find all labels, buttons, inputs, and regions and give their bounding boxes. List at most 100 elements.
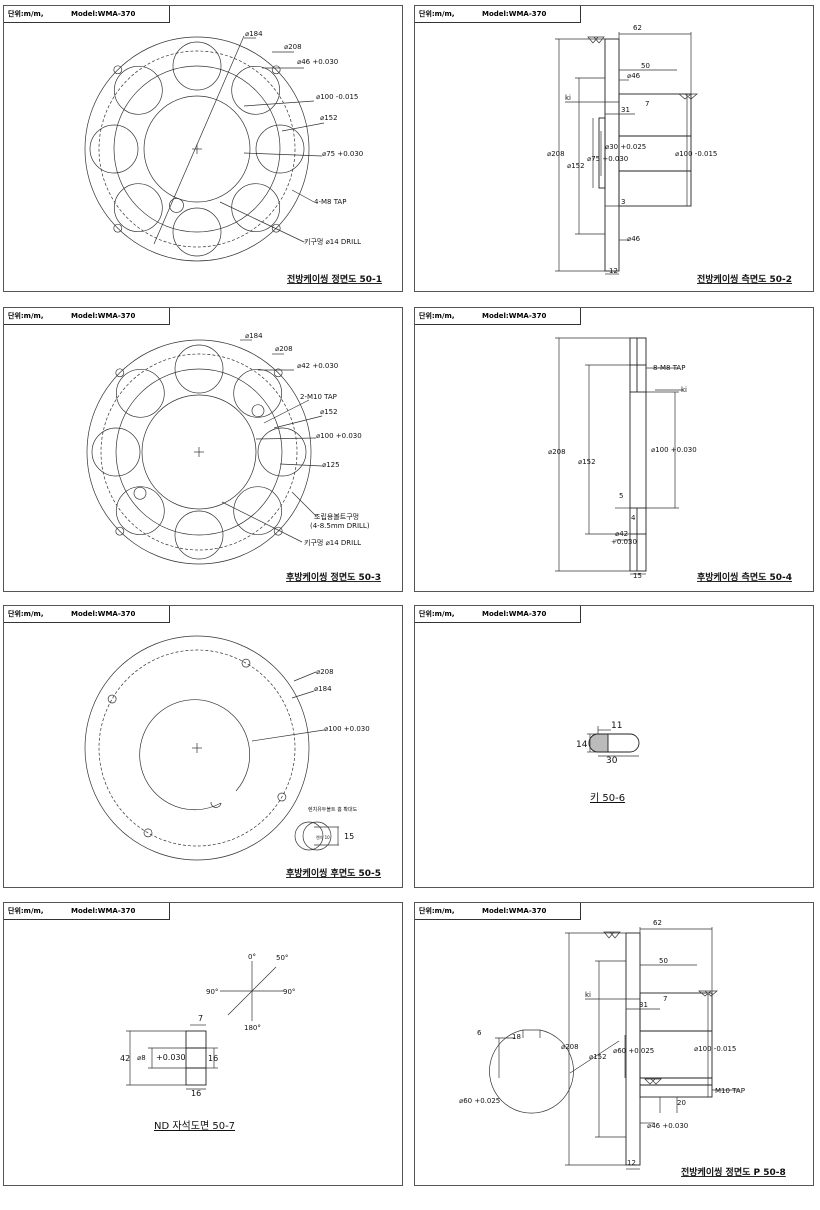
title-block-header: 단위:m/m, Model:WMA-370 — [4, 903, 170, 920]
hole-circle — [271, 223, 281, 233]
model-label: Model:WMA-370 — [71, 10, 136, 18]
hole-circle — [115, 526, 125, 536]
drawing-panel-50-2: 단위:m/m, Model:WMA-370 62 5 — [414, 5, 814, 292]
dim-label: ⌀152 — [589, 1053, 607, 1061]
surface-finish-icon — [678, 93, 698, 100]
hole-circle — [273, 368, 283, 378]
angle-label: 0° — [248, 953, 256, 961]
part-section — [625, 932, 713, 1166]
hole-circle — [169, 198, 184, 213]
dim-label: 7 — [645, 100, 649, 108]
dim-label: ki — [681, 386, 687, 394]
unit-label: 단위:m/m, — [419, 610, 455, 618]
drawing-panel-50-3: 단위:m/m, Model:WMA-370 ⌀184 ⌀208 ⌀42 +0.0… — [3, 307, 403, 592]
dim-label: ⌀208 — [548, 448, 566, 456]
angle-label: 90° — [206, 988, 218, 996]
dim-label: 4-M8 TAP — [314, 198, 346, 206]
dim-label: ⌀152 — [320, 408, 338, 416]
drawing-title: 전방케이씽 정면도 P 50-8 — [681, 1166, 786, 1178]
hole-circle — [277, 792, 287, 802]
model-label: Model:WMA-370 — [482, 10, 547, 18]
hole-circle — [115, 368, 125, 378]
dim-label: ⌀42 +0.030 — [297, 362, 338, 370]
hole-circle — [113, 183, 163, 233]
part-section — [598, 38, 692, 272]
title-block-header: 단위:m/m, Model:WMA-370 — [415, 606, 581, 623]
dim-label: 키구멍 ⌀14 DRILL — [304, 237, 361, 246]
drawing-panel-50-6: 단위:m/m, Model:WMA-370 11 14 30 키 50-6 — [414, 605, 814, 888]
model-label: Model:WMA-370 — [482, 610, 547, 618]
hole-circle — [172, 41, 222, 91]
drawing-title: 전방케이씽 측면도 50-2 — [697, 273, 792, 285]
surface-finish-icon — [698, 990, 718, 997]
dim-label: ⌀100 -0.015 — [316, 93, 358, 101]
dim-label: ⌀46 +0.030 — [297, 58, 338, 66]
hole-circle — [271, 65, 281, 75]
surface-finish-icon — [644, 1078, 662, 1085]
hole-circle — [113, 223, 123, 233]
dim-label: ⌀208 — [561, 1043, 579, 1051]
hole-circle — [231, 65, 281, 115]
side-view-drawing: 62 50 ⌀46 ki 31 7 ⌀30 +0.025 ⌀75 +0.030 … — [547, 24, 792, 285]
hole-circle — [251, 404, 265, 418]
dim-label: 8-M8 TAP — [653, 364, 685, 372]
title-block-header: 단위:m/m, Model:WMA-370 — [415, 6, 581, 23]
dim-label: ⌀100 +0.030 — [324, 725, 370, 733]
title-block-header: 단위:m/m, Model:WMA-370 — [4, 606, 170, 623]
dim-label: ki — [585, 991, 591, 999]
hole-circle — [241, 658, 251, 668]
model-label: Model:WMA-370 — [71, 312, 136, 320]
hole-circle — [113, 65, 163, 115]
dim-label: 3 — [621, 198, 625, 206]
dim-label: 조립용볼트구멍 — [314, 512, 359, 521]
dim-label: ⌀208 — [284, 43, 302, 51]
dim-label: ⌀208 — [275, 345, 293, 353]
drawing-title: ND 자석도면 50-7 — [154, 1120, 235, 1132]
dim-label: ⌀46 — [627, 72, 641, 80]
dim-label: ki — [565, 94, 571, 102]
dim-label: +0.030 — [156, 1053, 186, 1062]
dim-label: 2-M10 TAP — [300, 393, 337, 401]
hole-circle — [233, 368, 283, 418]
dim-label: ⌀100 -0.015 — [694, 1045, 736, 1053]
key-part — [588, 733, 640, 753]
dim-label: 16 — [208, 1054, 218, 1063]
drawing-title: 키 50-6 — [590, 792, 625, 804]
dim-label: 12 — [627, 1159, 636, 1167]
dim-label: ⌀208 — [316, 668, 334, 676]
drawing-panel-p-50-8: 단위:m/m, Model:WMA-370 — [414, 902, 814, 1186]
dim-label: ⌀184 — [314, 685, 332, 693]
dim-label: ⌀8 — [137, 1054, 146, 1062]
unit-label: 단위:m/m, — [419, 10, 455, 18]
dim-label: 렌치 10 — [316, 834, 330, 840]
dim-label: 31 — [621, 106, 630, 114]
dim-label: 50 — [641, 62, 650, 70]
dim-label: 5 — [619, 492, 623, 500]
drawing-panel-50-7: 단위:m/m, Model:WMA-370 0° 50° 90° 90° 180… — [3, 902, 403, 1186]
rear-front-view-drawing: ⌀184 ⌀208 ⌀42 +0.030 2-M10 TAP ⌀152 ⌀100… — [86, 332, 381, 583]
drawing-panel-50-1: 단위:m/m, Model:WMA-370 ⌀184 ⌀208 ⌀46 +0.0… — [3, 5, 403, 292]
hole-circle — [133, 486, 147, 500]
orientation-cross — [220, 961, 284, 1021]
dim-label: 12 — [609, 267, 618, 275]
dim-label: ⌀60 +0.025 — [613, 1047, 654, 1055]
dim-label: ⌀125 — [322, 461, 340, 469]
dim-label: ⌀100 +0.030 — [316, 432, 362, 440]
dim-label: M10 TAP — [715, 1087, 745, 1095]
drawing-panel-50-5: 단위:m/m, Model:WMA-370 ⌀208 ⌀184 ⌀100 +0.… — [3, 605, 403, 888]
dim-label: 31 — [639, 1001, 648, 1009]
detail-label: 렌치유두볼트 홈 확대도 — [308, 806, 358, 813]
title-block-header: 단위:m/m, Model:WMA-370 — [415, 308, 581, 325]
drawing-title: 전방케이씽 정면도 50-1 — [287, 273, 382, 285]
hole-circle — [115, 368, 165, 418]
casing-outline — [84, 635, 310, 861]
hole-circle — [255, 124, 305, 174]
dim-label: ⌀75 +0.030 — [587, 155, 628, 163]
dim-label: ⌀42 — [615, 530, 628, 538]
surface-finish-icon — [603, 931, 621, 939]
shaft-end-view — [489, 1029, 620, 1114]
angle-label: 90° — [283, 988, 295, 996]
dim-label: 16 — [191, 1089, 201, 1098]
dim-label: ⌀152 — [578, 458, 596, 466]
hole-circle — [143, 828, 153, 838]
